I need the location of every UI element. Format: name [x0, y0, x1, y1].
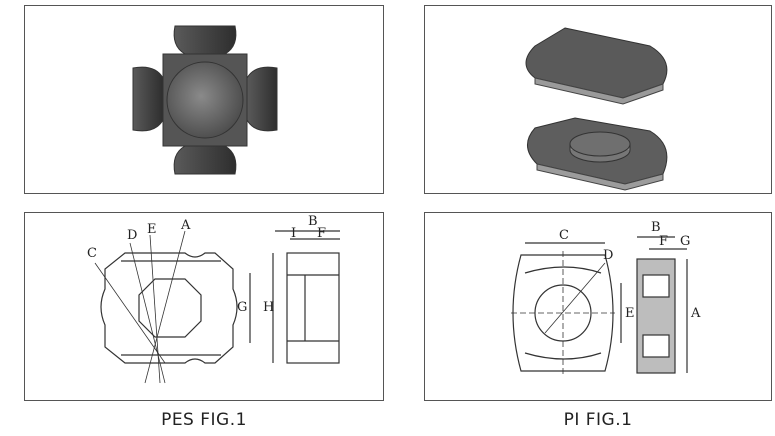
- pes-label-C: C: [87, 246, 97, 261]
- pes-label-B: B: [308, 214, 318, 229]
- pes-label-G: G: [237, 300, 247, 315]
- pi-label-G: G: [680, 234, 690, 249]
- pes-drawing-panel: C D E A G H B I F: [24, 212, 384, 401]
- pi-top-view: [512, 254, 614, 372]
- pes-label-F: F: [317, 226, 326, 241]
- pes-core-arms: [132, 25, 278, 175]
- pes-side-view: [286, 252, 340, 364]
- pi-core-lid: [525, 27, 668, 105]
- pes-outline: [100, 252, 238, 364]
- pes-label-I: I: [291, 226, 296, 241]
- pes-caption: PES FIG.1: [161, 410, 247, 430]
- pi-label-D: D: [603, 248, 613, 263]
- pi-label-B: B: [651, 220, 661, 235]
- pi-photo-panel: [424, 5, 772, 194]
- pes-label-D: D: [127, 228, 137, 243]
- pes-label-E: E: [147, 222, 157, 237]
- pi-core-base: [527, 117, 668, 191]
- pi-dimension-drawing: C D E B F G A: [511, 220, 701, 375]
- pes-core-image: [132, 25, 278, 175]
- pi-label-F: F: [659, 234, 668, 249]
- pes-label-H: H: [263, 300, 274, 315]
- pi-caption: PI FIG.1: [563, 410, 633, 430]
- pi-label-C: C: [559, 228, 569, 243]
- pes-photo-panel: [24, 5, 384, 194]
- pes-label-A: A: [180, 218, 191, 233]
- pi-core-image: [525, 27, 668, 191]
- pes-core-center-post: [166, 61, 244, 139]
- pi-drawing-panel: C D E B F G A: [424, 212, 772, 401]
- pes-dimension-drawing: C D E A G H B I F: [87, 214, 340, 384]
- pi-label-E: E: [625, 306, 635, 321]
- pi-label-A: A: [690, 306, 701, 321]
- pes-center-post: [138, 278, 202, 338]
